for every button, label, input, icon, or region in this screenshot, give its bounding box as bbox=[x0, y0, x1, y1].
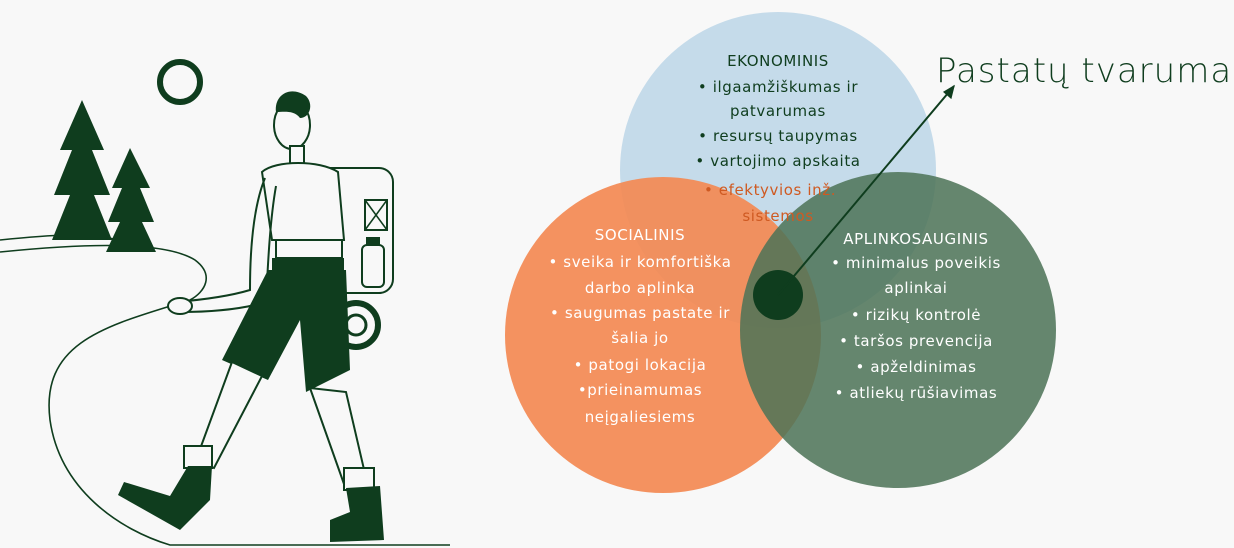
environmental-item: • taršos prevencija bbox=[839, 332, 993, 350]
social-circle bbox=[505, 177, 821, 493]
environmental-circle bbox=[740, 172, 1056, 488]
social-heading: SOCIALINIS bbox=[595, 226, 685, 244]
pointer-arrow bbox=[777, 85, 955, 296]
diagram-title: Pastatų tvarumas bbox=[936, 51, 1234, 91]
social-item: darbo aplinka bbox=[585, 279, 695, 297]
economic-heading: EKONOMINIS bbox=[727, 52, 829, 70]
arrow-head bbox=[942, 84, 955, 100]
environmental-item: aplinkai bbox=[884, 279, 947, 297]
pine-tree-icon bbox=[52, 100, 156, 252]
social-item: •prieinamumas bbox=[578, 381, 702, 399]
social-item: • saugumas pastate ir bbox=[550, 304, 730, 322]
environmental-item: • rizikų kontrolė bbox=[851, 306, 981, 324]
economic-item: • ilgaamžiškumas ir bbox=[698, 78, 858, 96]
environmental-heading: APLINKOSAUGINIS bbox=[843, 230, 988, 248]
social-item: šalia jo bbox=[611, 329, 668, 347]
environmental-item: • minimalus poveikis bbox=[831, 254, 1001, 272]
environmental-item: • apželdinimas bbox=[856, 358, 977, 376]
social-item: • patogi lokacija bbox=[574, 356, 707, 374]
economic-item: • efektyvios inž. bbox=[704, 181, 836, 199]
social-item: neįgaliesiems bbox=[585, 408, 696, 426]
hiker-illustration bbox=[0, 59, 450, 546]
sun-icon bbox=[157, 59, 203, 105]
venn-diagram bbox=[505, 12, 1056, 493]
economic-item: • resursų taupymas bbox=[698, 127, 858, 145]
social-item: • sveika ir komfortiška bbox=[548, 253, 731, 271]
environmental-item: • atliekų rūšiavimas bbox=[835, 384, 998, 402]
economic-item: patvarumas bbox=[730, 102, 826, 120]
economic-item: • vartojimo apskaita bbox=[695, 152, 860, 170]
economic-item: sistemos bbox=[742, 207, 813, 225]
